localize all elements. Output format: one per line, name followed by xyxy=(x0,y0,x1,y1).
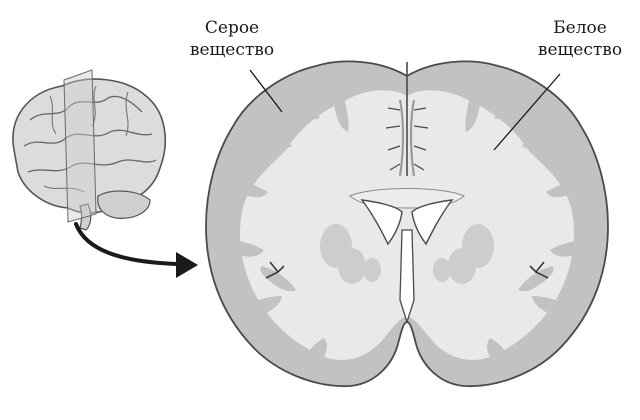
white-matter-label: Белое вещество xyxy=(524,17,636,61)
coronal-section xyxy=(205,60,609,388)
brain-lateral-view-icon xyxy=(12,78,166,231)
lateral-ventricle-right xyxy=(411,199,454,246)
sulci-right xyxy=(465,80,600,374)
white-matter-label-line2: вещество xyxy=(537,40,623,60)
third-ventricle xyxy=(399,229,415,325)
basal-nuclei xyxy=(320,224,494,284)
white-matter xyxy=(240,90,574,360)
gray-matter-label: Серое вещество xyxy=(176,17,288,61)
sulci-left xyxy=(214,80,349,374)
gray-matter-label-line2: вещество xyxy=(189,40,275,60)
white-matter-pointer xyxy=(493,73,561,151)
gray-matter-label-line1: Серое xyxy=(204,18,260,38)
coronal-plane-icon xyxy=(63,69,97,223)
white-matter-label-line1: Белое xyxy=(553,18,607,38)
curved-arrow-icon xyxy=(74,222,198,278)
lateral-ventricle-left xyxy=(360,199,403,246)
gray-matter-pointer xyxy=(249,69,283,113)
